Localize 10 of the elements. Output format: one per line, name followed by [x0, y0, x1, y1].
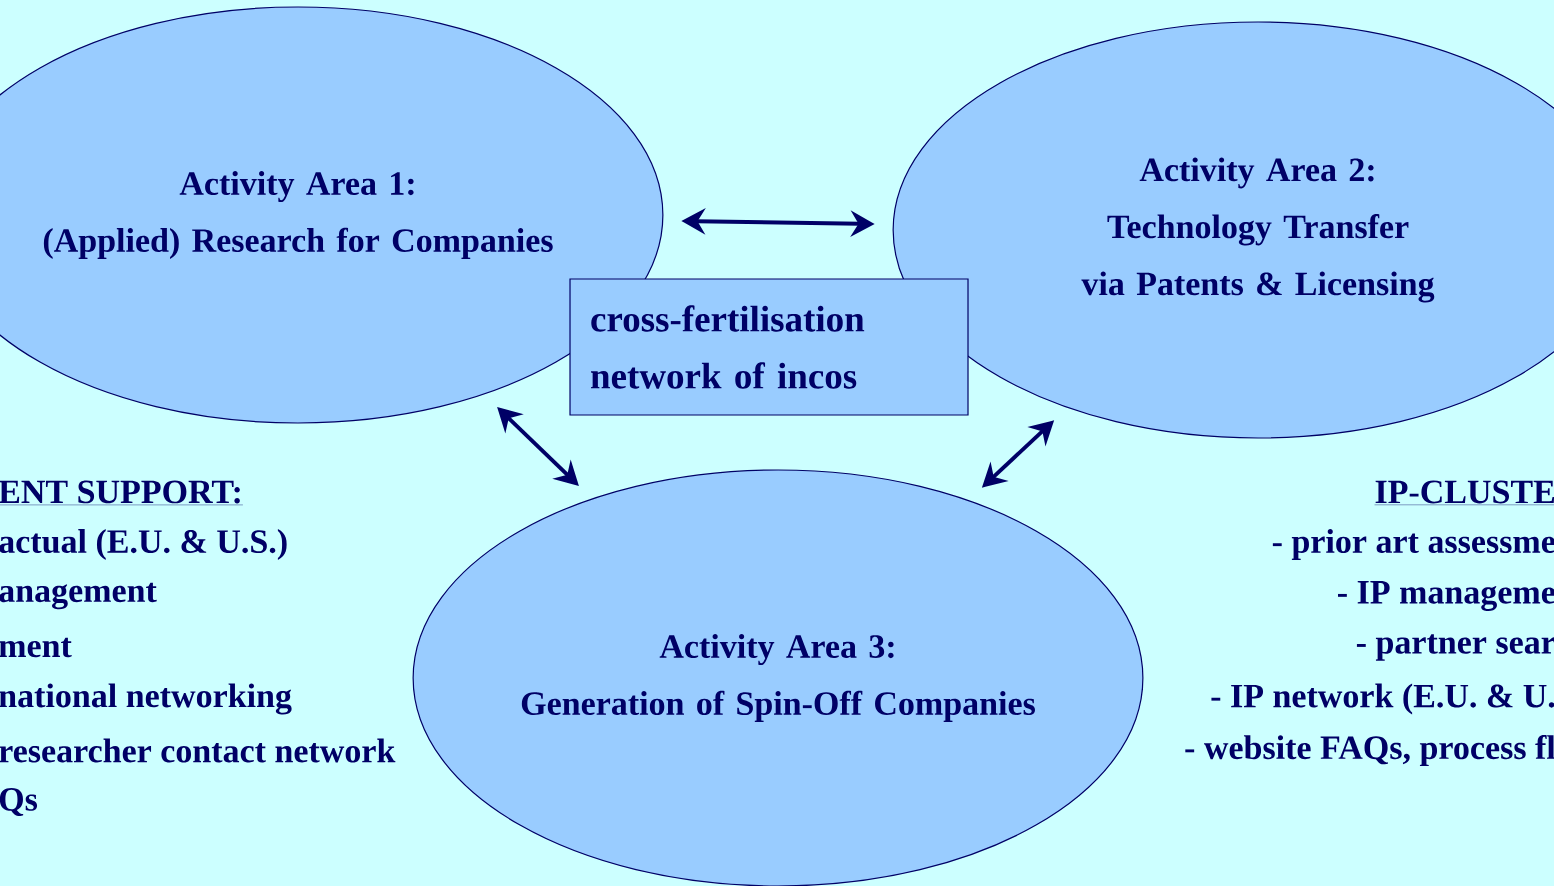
bullet-text: - prior art assessme: [1272, 529, 1554, 560]
section-heading: IP-CLUSTE: [1374, 480, 1554, 506]
bullet-text: - IP manageme: [1338, 581, 1554, 611]
bullet-text: national networking: [0, 683, 292, 715]
bullet-text: - IP network (E.U. & U.: [1211, 683, 1554, 715]
network-box: cross-fertilisation network of incos: [569, 278, 969, 416]
bullet-text: anagement: [0, 582, 157, 610]
bullet-text: actual (E.U. & U.S.): [0, 529, 287, 560]
bullet-text: Qs: [0, 788, 38, 816]
bullet-text: ment: [0, 637, 72, 658]
